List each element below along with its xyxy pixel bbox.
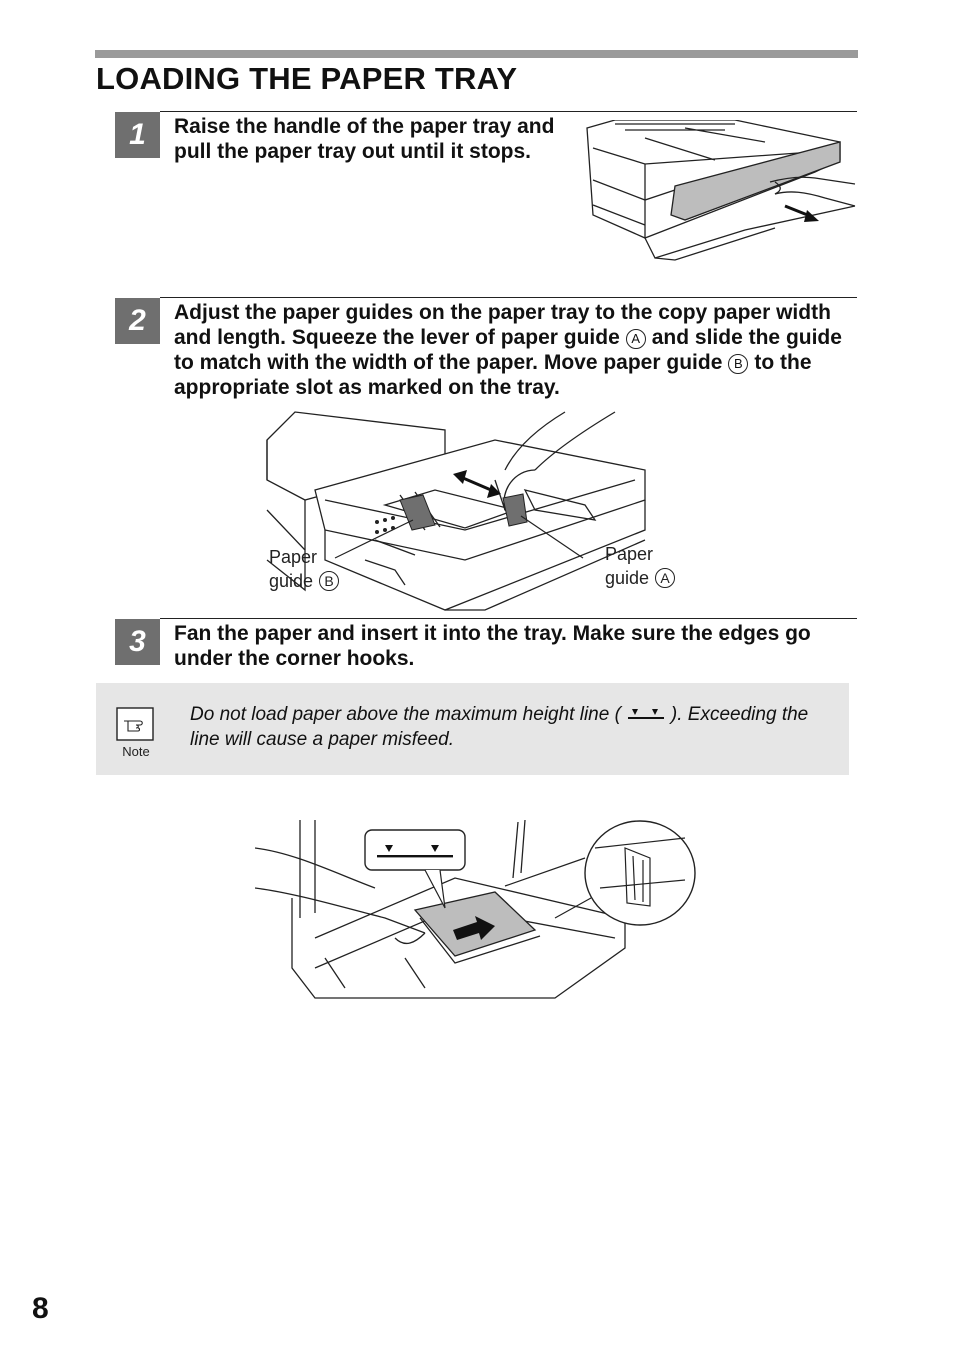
guide-a-callout-word1: Paper [605,544,654,564]
step-3-rule [160,618,857,619]
max-height-line-icon [627,709,664,719]
guide-b-callout-word2: guide [269,571,314,591]
guide-b-callout-word1: Paper [269,547,318,567]
note-text-part1: Do not load paper above the maximum heig… [190,704,621,725]
step-1-text: Raise the handle of the paper tray and p… [174,115,555,163]
section-top-bar [95,50,858,58]
pointing-hand-icon [116,707,154,741]
step-1-rule [160,111,857,112]
paper-guide-adjust-illustration [266,411,646,611]
guide-a-callout-word2: guide [605,568,650,588]
step-2-text-part3: to the appropriate slot as marked on the… [174,351,812,399]
guide-a-callout-marker: A [655,568,676,588]
step-2-text: Adjust the paper guides on the paper tra… [174,300,854,400]
page-number: 8 [32,1292,49,1325]
step-1-number: 1 [115,112,160,158]
step-3-number: 3 [115,619,160,665]
step-2-rule [160,297,857,298]
note-text: Do not load paper above the maximum heig… [190,702,840,752]
step-2-number: 2 [115,298,160,344]
page-title: LOADING THE PAPER TRAY [96,61,518,96]
step-2-text-part1: Adjust the paper guides on the paper tra… [174,301,831,349]
paper-loading-illustration [255,819,696,999]
note-box: Note Do not load paper above the maximum… [96,683,849,775]
copier-tray-pull-illustration [586,120,856,261]
note-label: Note [122,744,150,759]
guide-a-marker: A [625,329,646,349]
note-text-part2: ). Exceeding the line will cause a paper… [190,704,809,750]
step-3-text: Fan the paper and insert it into the tra… [174,622,811,670]
guide-b-marker: B [728,354,749,374]
guide-b-callout-marker: B [319,571,340,591]
step-2-text-part2: and slide the guide to match with the wi… [174,326,842,374]
